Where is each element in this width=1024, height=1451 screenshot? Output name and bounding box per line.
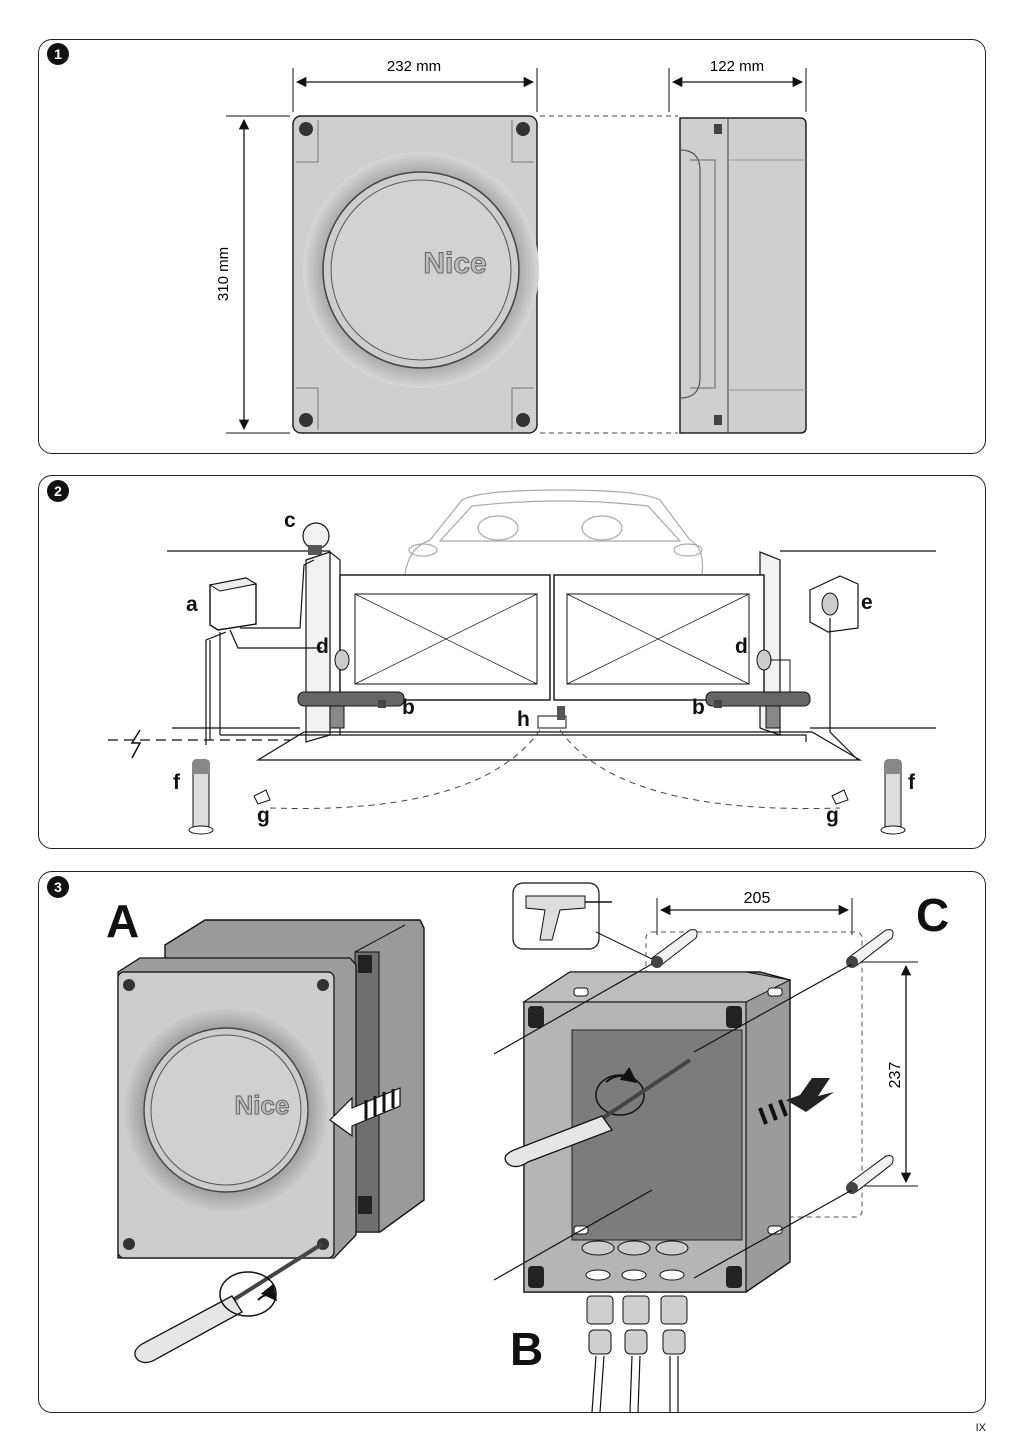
power-supply-icon <box>130 729 142 759</box>
screwdriver-icon <box>134 1242 324 1364</box>
cable-glands <box>586 1295 688 1355</box>
label-d-left: d <box>316 635 329 658</box>
label-g-right: g <box>826 804 839 827</box>
nice-logo: Nice <box>423 247 486 280</box>
control-unit-a <box>205 559 322 745</box>
label-b-left: b <box>402 696 415 719</box>
box-fixing-arrow <box>758 1078 834 1125</box>
depth-label: 122 mm <box>710 58 764 75</box>
key-selector-e <box>809 575 859 761</box>
label-b-right: b <box>692 696 705 719</box>
gear-motor-b-right <box>705 691 811 729</box>
horizontal-hole-spacing: 205 <box>656 890 853 935</box>
photocell-post-f-left <box>188 759 214 835</box>
stopper-g-left <box>253 789 271 805</box>
screw-icon <box>299 122 530 427</box>
photocell-post-f-right <box>880 759 906 835</box>
gear-motor-b-left <box>297 691 405 729</box>
photocell-d-left <box>334 649 350 671</box>
label-c: c <box>284 509 296 532</box>
cable-gland-holes <box>581 1240 689 1281</box>
enclosure-lid-a: Nice <box>117 957 357 1259</box>
label-e: e <box>861 591 873 614</box>
nice-logo-a: Nice <box>235 1090 290 1120</box>
label-a: a <box>186 593 198 616</box>
step-label-c: C <box>916 889 949 941</box>
width-label: 232 mm <box>387 58 441 75</box>
cables <box>591 1355 679 1413</box>
figure-2-number: 2 <box>47 480 69 502</box>
figure-1-number: 1 <box>47 43 69 65</box>
label-f-right: f <box>908 771 916 794</box>
height-dimension: 310 mm <box>215 115 290 434</box>
gate-left-leaf <box>339 574 551 701</box>
flashing-light-c <box>302 522 330 555</box>
car-outline <box>404 489 704 576</box>
depth-dimension: 122 mm <box>668 58 807 112</box>
page-number: IX <box>975 1422 986 1434</box>
label-d-right: d <box>735 635 748 658</box>
step-label-b: B <box>510 1323 543 1375</box>
control-box-front-view: Nice <box>292 115 539 434</box>
lid-removal-arrow <box>329 1087 401 1138</box>
screwdriver-icon <box>504 1058 692 1168</box>
vertical-hole-spacing: 237 <box>862 961 918 1187</box>
label-f-left: f <box>173 771 181 794</box>
width-dimension: 232 mm <box>292 58 538 112</box>
electric-lock-h <box>537 706 567 729</box>
drill-icon <box>512 882 655 961</box>
label-g-left: g <box>257 804 270 827</box>
step-label-a: A <box>106 895 139 947</box>
vertical-spacing-label: 237 <box>887 1062 904 1089</box>
horizontal-spacing-label: 205 <box>744 890 771 907</box>
height-label: 310 mm <box>215 247 232 301</box>
stopper-g-right <box>831 789 849 805</box>
mounting-screws <box>493 963 853 1281</box>
label-h: h <box>517 708 530 731</box>
control-box-side-view <box>679 117 807 434</box>
photocell-d-right <box>756 649 791 700</box>
figure-3-number: 3 <box>47 876 69 898</box>
gate-right-leaf <box>553 574 765 701</box>
